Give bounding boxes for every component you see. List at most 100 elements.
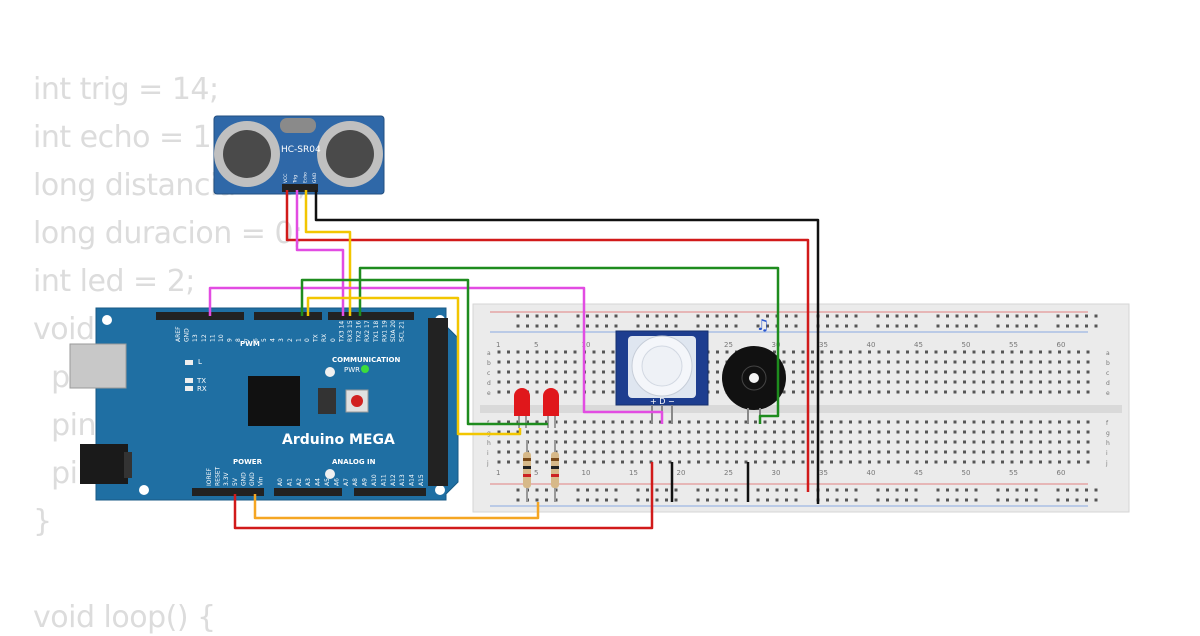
arduino-mega: L TX RX PWR Arduino MEGA PWM COMMUNICATI… bbox=[69, 307, 459, 501]
l-led bbox=[185, 360, 193, 365]
row-letter: a bbox=[1106, 350, 1110, 357]
red-led-2 bbox=[543, 388, 559, 428]
pwm-label: PWM bbox=[240, 340, 260, 348]
power-pin-label: 5V bbox=[232, 477, 239, 486]
digital-pin-label: 4 bbox=[270, 338, 277, 342]
row-letter: j bbox=[486, 460, 489, 467]
power-jack bbox=[80, 444, 128, 484]
column-number: 60 bbox=[1057, 469, 1066, 477]
digital-pin-label: 7 bbox=[244, 338, 251, 342]
analog-pin-label: A14 bbox=[409, 474, 416, 486]
digital-pin-label: RX3 15 bbox=[347, 320, 354, 342]
code-line: } bbox=[33, 504, 52, 539]
digital-pin-label: SCL 21 bbox=[399, 321, 406, 342]
wire-yellow-trig bbox=[304, 190, 352, 316]
column-number: 55 bbox=[1009, 341, 1018, 349]
wire-orange-5v bbox=[253, 494, 540, 520]
analog-pin-label: A2 bbox=[296, 478, 303, 486]
digital-pin-label: TX1 18 bbox=[373, 321, 380, 343]
row-letter: h bbox=[487, 440, 491, 447]
piezo-buzzer: ♫ bbox=[722, 316, 786, 424]
digital-pin-label: RX1 19 bbox=[381, 320, 388, 342]
tx-led bbox=[185, 378, 193, 383]
power-pin-label: GND bbox=[240, 472, 247, 486]
code-line: int trig = 14; bbox=[33, 72, 219, 107]
power-pin-label: GND bbox=[249, 472, 256, 486]
digital-pin-label: 0 bbox=[304, 338, 311, 342]
resistor-1 bbox=[523, 440, 531, 502]
pwr-led bbox=[361, 365, 369, 373]
digital-pin-label: TX3 14 bbox=[338, 321, 345, 343]
column-number: 25 bbox=[724, 341, 733, 349]
column-number: 40 bbox=[867, 341, 876, 349]
microcontroller-chip bbox=[248, 376, 300, 426]
column-number: 55 bbox=[1009, 469, 1018, 477]
analog-pin-label: A5 bbox=[324, 478, 331, 486]
analog-pin-label: A10 bbox=[371, 474, 378, 486]
column-number: 1 bbox=[496, 469, 500, 477]
digital-pin-label: 10 bbox=[218, 334, 225, 342]
pwr-label: PWR bbox=[344, 366, 360, 374]
power-label: POWER bbox=[233, 458, 263, 466]
digital-pin-label: 11 bbox=[209, 334, 216, 342]
analog-pin-label: A13 bbox=[399, 474, 406, 486]
communication-label: COMMUNICATION bbox=[332, 356, 401, 364]
analog-pin-label: A3 bbox=[305, 478, 312, 486]
analog-pin-label: A11 bbox=[380, 474, 387, 486]
sensor-label: HC-SR04 bbox=[281, 145, 321, 155]
digital-pin-label: 12 bbox=[201, 334, 208, 342]
power-pin-label: Vin bbox=[258, 476, 265, 486]
music-note-icon: ♫ bbox=[756, 316, 769, 334]
column-number: 30 bbox=[772, 469, 781, 477]
digital-pin-label: 13 bbox=[192, 334, 199, 342]
analog-pin-label: A4 bbox=[315, 478, 322, 486]
column-number: 15 bbox=[629, 469, 638, 477]
pir-motion-sensor: + D − bbox=[615, 330, 709, 424]
analog-pin-label: A1 bbox=[286, 478, 293, 486]
row-letter: j bbox=[1105, 460, 1108, 467]
digital-pin-label: 0 bbox=[330, 338, 337, 342]
wire-black-gnd bbox=[314, 190, 820, 504]
column-number: 25 bbox=[724, 469, 733, 477]
analog-pin-label: A0 bbox=[277, 478, 284, 486]
digital-pin-label: RX2 17 bbox=[364, 320, 371, 342]
row-letter: c bbox=[487, 370, 490, 377]
digital-pin-label: GND bbox=[184, 328, 191, 342]
analog-pin-label: A12 bbox=[390, 474, 397, 486]
board-title: Arduino MEGA bbox=[282, 432, 395, 448]
digital-pin-label: AREF bbox=[175, 326, 182, 342]
column-number: 50 bbox=[962, 469, 971, 477]
row-letter: d bbox=[487, 380, 491, 387]
digital-pin-label: TX bbox=[313, 334, 320, 343]
wire-magenta-echo bbox=[295, 190, 345, 316]
row-letter: e bbox=[487, 390, 491, 397]
analog-pin-label: A9 bbox=[362, 478, 369, 486]
pir-pin-label: + D − bbox=[650, 397, 675, 406]
wire-red-vcc bbox=[285, 190, 810, 492]
power-pin-label: IOREF bbox=[206, 468, 213, 486]
usb-port bbox=[69, 343, 127, 389]
sensor-pin-label: GND bbox=[312, 172, 318, 183]
digital-pin-label: 6 bbox=[252, 338, 259, 342]
column-number: 35 bbox=[819, 341, 828, 349]
analog-pin-label: A6 bbox=[333, 478, 340, 486]
wire-green-2 bbox=[358, 266, 780, 424]
row-letter: b bbox=[487, 360, 491, 367]
red-led-1 bbox=[514, 388, 530, 428]
code-line: void loop() { bbox=[33, 600, 216, 635]
digital-pin-label: RX bbox=[321, 334, 328, 342]
wire-red-bottom bbox=[233, 462, 654, 530]
rx-label: RX bbox=[197, 385, 207, 393]
column-number: 45 bbox=[914, 341, 923, 349]
column-number: 60 bbox=[1057, 341, 1066, 349]
code-line: long duracion = 0; bbox=[33, 216, 303, 251]
analog-in-label: ANALOG IN bbox=[332, 458, 376, 466]
